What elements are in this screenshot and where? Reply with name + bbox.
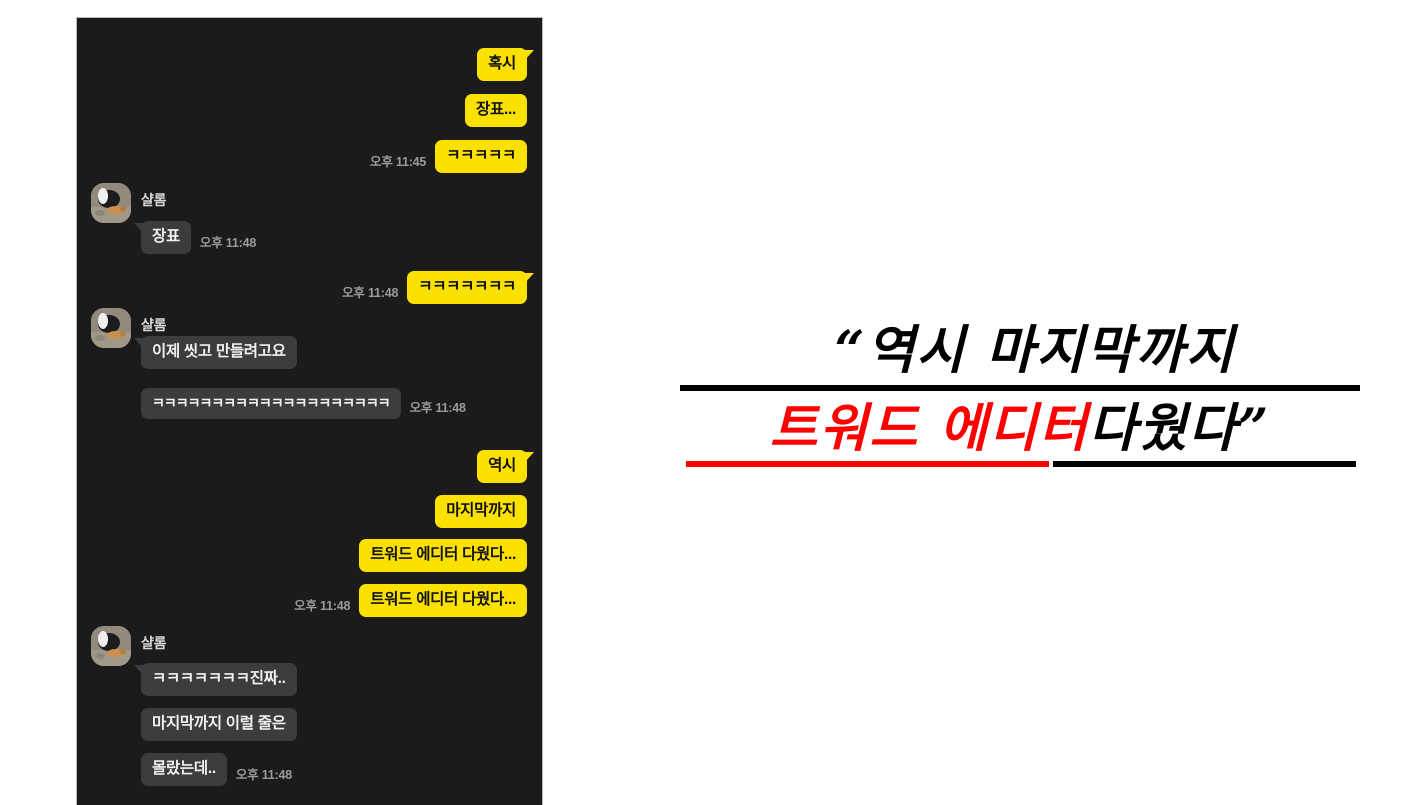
message-timestamp: 오후 11:48 (342, 285, 399, 300)
message-row-outgoing: 마지막까지 (435, 495, 527, 528)
message-timestamp: 오후 11:48 (235, 767, 293, 782)
message-row-incoming: 장표 오후 11:48 (134, 221, 257, 254)
caption-overlay: “역시 마지막까지 트워드 에디터다웠다” (680, 325, 1360, 467)
message-timestamp: 오후 11:48 (294, 598, 351, 613)
message-row-outgoing: 혹시 (477, 48, 534, 81)
message-row-outgoing: 트워드 에디터 다웠다... (359, 539, 527, 572)
chat-bubble-outgoing[interactable]: 장표... (465, 94, 527, 127)
chat-bubble-outgoing[interactable]: 혹시 (477, 48, 534, 81)
kakaotalk-chat-panel: 혹시 장표... 오후 11:45 ㅋㅋㅋㅋㅋ 샬롬 장표 오후 11:48 오… (76, 17, 543, 805)
avatar[interactable] (91, 308, 131, 348)
message-row-outgoing: 장표... (465, 94, 527, 127)
message-row-incoming: 몰랐는데.. 오후 11:48 (141, 753, 292, 786)
avatar[interactable] (91, 626, 131, 666)
sender-name: 샬롬 (141, 635, 167, 651)
message-timestamp: 오후 11:48 (409, 401, 466, 416)
chat-bubble-outgoing[interactable]: 마지막까지 (435, 495, 527, 528)
chat-bubble-incoming[interactable]: 이제 씻고 만들려고요 (134, 336, 297, 369)
chat-bubble-incoming[interactable]: ㅋㅋㅋㅋㅋㅋㅋㅋㅋㅋㅋㅋㅋㅋㅋㅋㅋㅋㅋㅋ (141, 388, 401, 420)
message-row-outgoing: 오후 11:48 트워드 에디터 다웠다... (294, 584, 527, 617)
chat-bubble-outgoing[interactable]: ㅋㅋㅋㅋㅋ (435, 140, 527, 173)
caption-underline-2-black (1053, 461, 1356, 467)
caption-underline-1 (680, 385, 1360, 391)
caption-line-1-text: 역시 마지막까지 (866, 320, 1236, 381)
chat-bubble-incoming[interactable]: 마지막까지 이럴 줄은 (141, 708, 297, 741)
chat-bubble-incoming[interactable]: ㅋㅋㅋㅋㅋㅋㅋ진짜.. (134, 663, 297, 696)
closing-quote: ” (1238, 398, 1271, 459)
message-row-outgoing: 오후 11:45 ㅋㅋㅋㅋㅋ (370, 140, 527, 173)
chat-bubble-outgoing[interactable]: 트워드 에디터 다웠다... (359, 539, 527, 572)
caption-line-2-black-text: 다웠다 (1088, 398, 1239, 459)
message-timestamp: 오후 11:48 (199, 235, 257, 250)
message-row-incoming: 마지막까지 이럴 줄은 (141, 708, 297, 741)
message-row-incoming: ㅋㅋㅋㅋㅋㅋㅋㅋㅋㅋㅋㅋㅋㅋㅋㅋㅋㅋㅋㅋ 오후 11:48 (141, 388, 466, 420)
chat-bubble-incoming[interactable]: 몰랐는데.. (141, 753, 227, 786)
caption-line-2-red-text: 트워드 에디터 (769, 398, 1089, 459)
caption-underline-2-red (686, 461, 1049, 467)
message-timestamp: 오후 11:45 (370, 154, 427, 169)
message-row-outgoing: 역시 (477, 450, 534, 483)
chat-bubble-outgoing[interactable]: ㅋㅋㅋㅋㅋㅋㅋ (407, 271, 534, 304)
sender-name: 샬롬 (141, 192, 167, 208)
chat-bubble-outgoing[interactable]: 역시 (477, 450, 534, 483)
caption-line-1: “역시 마지막까지 (680, 325, 1360, 391)
message-row-outgoing: 오후 11:48 ㅋㅋㅋㅋㅋㅋㅋ (342, 271, 534, 304)
opening-quote: “ (834, 320, 867, 381)
chat-bubble-incoming[interactable]: 장표 (134, 221, 191, 254)
caption-line-2: 트워드 에디터다웠다” (686, 403, 1356, 467)
chat-bubble-outgoing[interactable]: 트워드 에디터 다웠다... (359, 584, 527, 617)
message-row-incoming: ㅋㅋㅋㅋㅋㅋㅋ진짜.. (134, 663, 297, 696)
message-row-incoming: 이제 씻고 만들려고요 (134, 336, 297, 369)
avatar[interactable] (91, 183, 131, 223)
sender-name: 샬롬 (141, 317, 167, 333)
